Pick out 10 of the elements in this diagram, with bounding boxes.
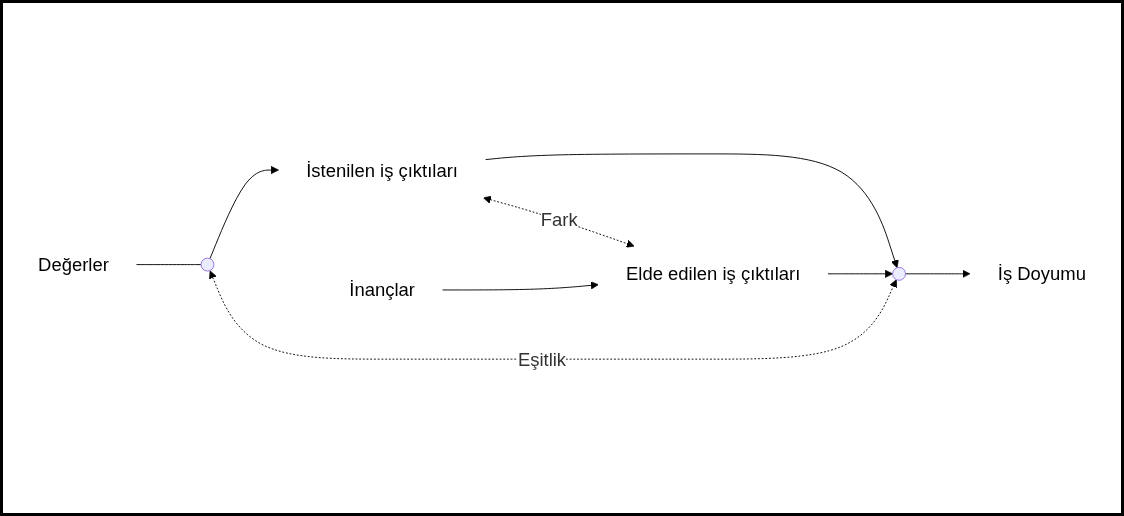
connector	[136, 264, 202, 266]
node-text: İnançlar	[349, 280, 415, 301]
node-circle	[892, 267, 906, 282]
node-text: Değerler	[38, 254, 109, 276]
node-text: Elde edilen iş çıktıları	[626, 263, 801, 285]
edge-label: Fark	[540, 210, 578, 231]
edge-label: Eşitlik	[517, 349, 567, 370]
node-circle	[200, 258, 215, 272]
node-text: İstenilen iş çıktıları	[306, 160, 458, 181]
node-text: İş Doyumu	[997, 263, 1086, 285]
